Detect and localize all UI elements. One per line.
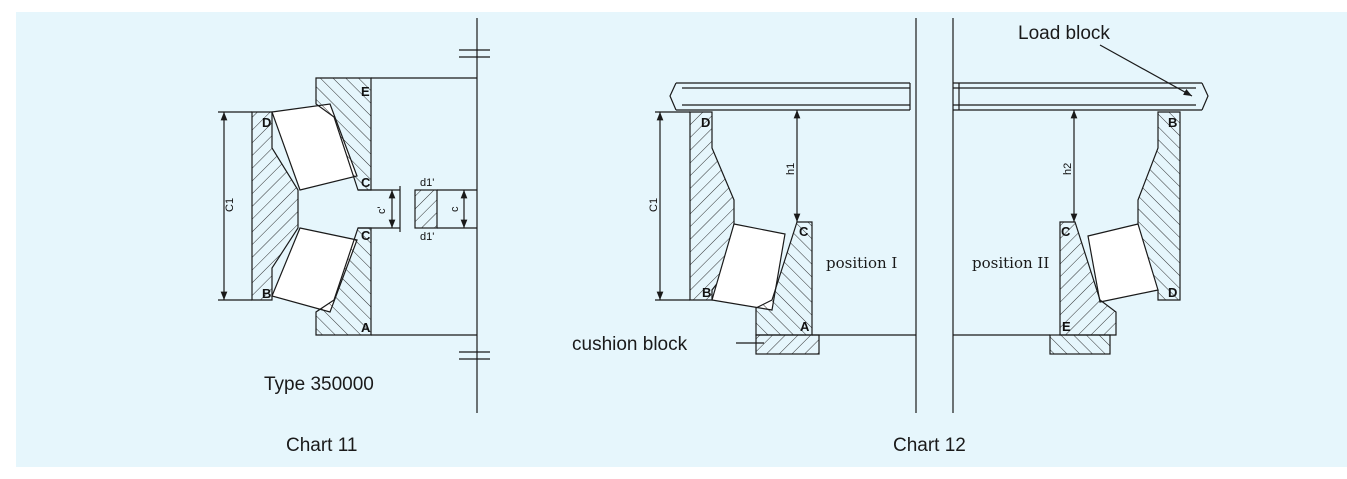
chart11-dim-c: c (449, 206, 461, 212)
chart11-point-a: A (361, 320, 371, 335)
chart12-left-point-b: B (702, 285, 711, 300)
chart12-left-point-c: C (799, 224, 809, 239)
chart12-cushion-block-label: cushion block (572, 334, 688, 355)
chart12-position2: position II (972, 254, 1049, 272)
chart11-point-d: D (262, 115, 271, 130)
chart11-dim-d1-upper: d1' (420, 177, 434, 189)
chart11-point-e: E (361, 84, 370, 99)
chart12-right-point-d: D (1168, 285, 1177, 300)
chart12-load-block-label: Load block (1018, 23, 1110, 44)
chart11-caption: Chart 11 (286, 435, 357, 456)
chart11-point-b: B (262, 286, 271, 301)
chart11-dim-d1-lower: d1' (420, 231, 434, 243)
chart12-dim-h2: h2 (1062, 163, 1074, 175)
chart12-left-point-d: D (701, 115, 710, 130)
chart12-caption: Chart 12 (893, 435, 966, 456)
chart11-point-c-lower: C (361, 228, 371, 243)
chart12-right-point-b: B (1168, 115, 1177, 130)
chart11-dim-c1: C1 (224, 198, 236, 212)
chart11-dim-c-prime: c' (376, 206, 388, 214)
chart11-drawing (218, 18, 490, 413)
chart12-right-point-c: C (1061, 224, 1071, 239)
chart12-position1: position I (826, 254, 897, 272)
chart12-drawing (655, 18, 1209, 413)
chart12-right-point-e: E (1062, 319, 1071, 334)
chart12-left-point-a: A (800, 319, 810, 334)
chart12-dim-c1: C1 (648, 198, 660, 212)
chart11-type-label: Type 350000 (264, 374, 374, 395)
chart11-point-c-upper: C (361, 175, 371, 190)
chart12-dim-h1: h1 (785, 163, 797, 175)
